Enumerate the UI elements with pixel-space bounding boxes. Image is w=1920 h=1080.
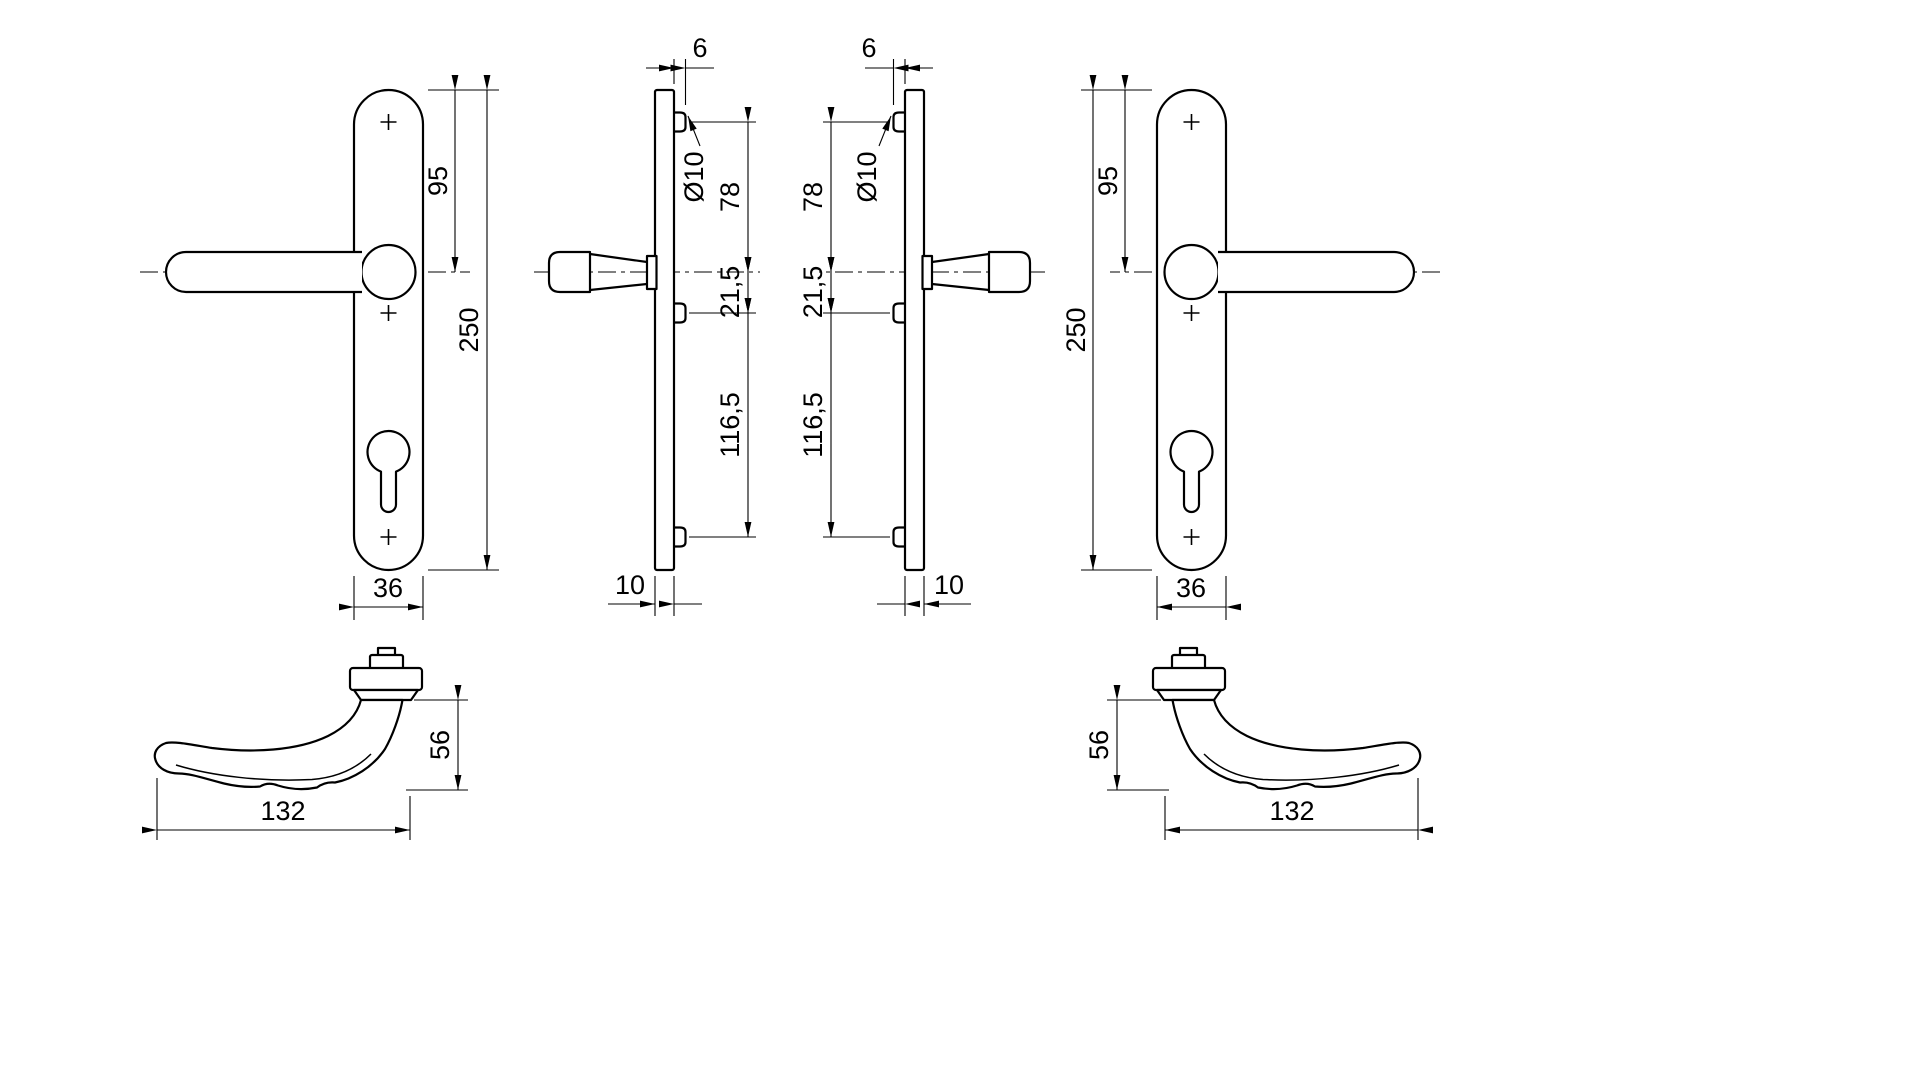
side-view-left <box>534 59 760 616</box>
dim-label-dia10-right: Ø10 <box>852 151 882 202</box>
euro-cylinder-cutout <box>366 429 411 514</box>
screw-boss-bottom <box>674 526 687 548</box>
dim-label-116-5-right: 116,5 <box>798 392 828 458</box>
dim-label-10-left: 10 <box>615 570 645 600</box>
dim-label-10-right: 10 <box>934 570 964 600</box>
dim-label-78-right: 78 <box>798 182 828 212</box>
dim-label-21-5-left: 21,5 <box>715 266 745 319</box>
diameter-leader <box>687 115 701 147</box>
dim-label-56-left: 56 <box>425 730 455 760</box>
screw-boss-middle <box>674 302 687 324</box>
front-view-left <box>140 75 499 620</box>
dim-label-36-left: 36 <box>373 573 403 603</box>
handle-profile-left <box>142 646 468 840</box>
handle-profile-right <box>1107 648 1420 840</box>
dim-label-dia10-left: Ø10 <box>679 151 709 202</box>
dim-label-250-left: 250 <box>454 307 484 352</box>
dim-label-132-left: 132 <box>260 796 305 826</box>
dim-label-95-right: 95 <box>1093 166 1123 196</box>
handle-collar <box>360 243 417 301</box>
extension-line <box>654 576 675 616</box>
handle-grip-outline <box>153 698 404 791</box>
dim-label-21-5-right: 21,5 <box>798 266 828 319</box>
screw-boss-top <box>674 111 687 133</box>
dim-label-6-left: 6 <box>692 33 707 63</box>
dim-label-6-right: 6 <box>861 33 876 63</box>
front-view-dimension-lines <box>339 75 499 620</box>
extension-line <box>673 59 687 105</box>
dim-label-132-right: 132 <box>1269 796 1314 826</box>
handle-grip-end <box>547 250 592 294</box>
dim-label-95-left: 95 <box>423 166 453 196</box>
side-view-dimension-lines <box>608 59 756 616</box>
front-view-right <box>1081 90 1440 620</box>
dimension-labels: 95 250 36 6 Ø10 78 21,5 116,5 10 6 Ø10 7… <box>260 33 1314 826</box>
grip-detail-line <box>175 753 372 781</box>
collar-flange <box>348 666 424 692</box>
dim-label-56-right: 56 <box>1084 730 1114 760</box>
screw-position-marks <box>380 114 397 545</box>
extension-line <box>353 576 424 620</box>
dim-label-116-5-left: 116,5 <box>715 392 745 458</box>
collar-skirt <box>352 688 420 702</box>
handle-collar-profile <box>645 254 658 291</box>
side-view-right <box>819 59 1045 616</box>
profile-dimension-lines <box>142 685 468 840</box>
lever-handle <box>164 250 362 294</box>
handle-neck-taper <box>589 252 648 292</box>
dim-label-36-right: 36 <box>1176 573 1206 603</box>
dim-label-78-left: 78 <box>715 182 745 212</box>
dim-label-250-right: 250 <box>1061 307 1091 352</box>
backplate-profile <box>653 88 676 572</box>
